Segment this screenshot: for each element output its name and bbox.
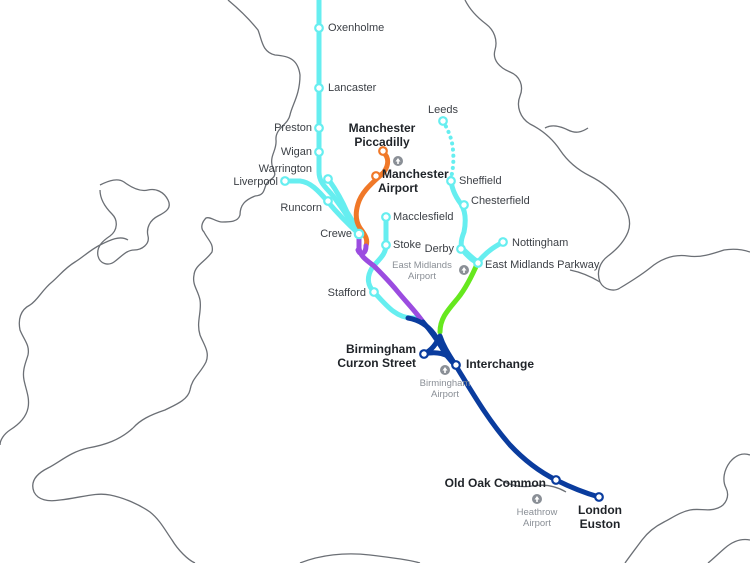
station-label-line: Euston [579, 517, 621, 531]
phase2b-east-line [437, 259, 481, 335]
station-label-line: Manchester [348, 121, 416, 135]
station-label-interchange: Interchange [466, 357, 535, 371]
airport-icons [393, 156, 542, 504]
station-label-line: Manchester [382, 167, 449, 181]
station-marker-stoke [381, 240, 391, 250]
station-label-stafford: Stafford [327, 287, 366, 299]
airport-label-line: Birmingham [419, 378, 471, 389]
station-marker-macclesfield [381, 212, 391, 222]
station-label-sheffield: Sheffield [459, 175, 502, 187]
station-label-warrington: Warrington [258, 163, 312, 175]
station-marker-leeds [438, 116, 448, 126]
station-label-london-euston: London Euston [570, 503, 630, 531]
airplane-icon [393, 156, 403, 166]
station-label-manchester-piccadilly: Manchester Piccadilly [340, 121, 424, 149]
station-label-line: Curzon Street [337, 356, 416, 370]
station-label-old-oak-common: Old Oak Common [444, 476, 546, 490]
station-label-crewe: Crewe [320, 228, 352, 240]
station-marker-interchange [451, 360, 461, 370]
station-marker-crewe [353, 228, 365, 240]
station-label-line: Birmingham [345, 342, 416, 356]
station-label-manchester-airport: Manchester Airport [378, 167, 449, 195]
station-marker-liverpool [280, 176, 290, 186]
airport-label-line: Heathrow [516, 507, 558, 518]
airport-label-line: Airport [431, 389, 459, 400]
airplane-icon [440, 365, 450, 375]
phase2a-link [355, 243, 369, 256]
airport-label-birmingham: Birmingham Airport [400, 378, 490, 400]
station-label-liverpool: Liverpool [233, 176, 278, 188]
station-label-macclesfield: Macclesfield [393, 211, 454, 223]
station-marker-warrington [323, 174, 333, 184]
station-marker-east-midlands-parkway [473, 258, 483, 268]
station-label-stoke: Stoke [393, 239, 422, 251]
station-label-lancaster: Lancaster [328, 82, 377, 94]
airport-label-line: Airport [408, 271, 436, 282]
station-label-line: Airport [378, 181, 418, 195]
station-marker-oxenholme [314, 23, 324, 33]
station-marker-sheffield [446, 176, 456, 186]
airport-label-heathrow: Heathrow Airport [507, 507, 567, 529]
station-marker-chesterfield [459, 200, 469, 210]
leeds-dotted-line [441, 119, 456, 180]
station-label-chesterfield: Chesterfield [471, 195, 530, 207]
station-label-nottingham: Nottingham [512, 237, 569, 249]
station-marker-runcorn [323, 196, 333, 206]
station-label-runcorn: Runcorn [280, 202, 322, 214]
station-marker-derby [456, 244, 466, 254]
airport-label-line: Airport [523, 518, 551, 529]
station-marker-preston [314, 123, 324, 133]
station-marker-stafford [369, 287, 379, 297]
station-marker-london-euston [594, 492, 604, 502]
station-marker-wigan [314, 147, 324, 157]
station-marker-birmingham-curzon-street [419, 349, 429, 359]
phase1-line [405, 315, 602, 500]
station-marker-lancaster [314, 83, 324, 93]
station-label-birmingham-curzon-street: Birmingham Curzon Street [322, 342, 416, 370]
station-marker-nottingham [498, 237, 508, 247]
station-label-preston: Preston [274, 122, 312, 134]
airplane-icon [532, 494, 542, 504]
station-markers [280, 23, 604, 502]
station-marker-manchester-airport [371, 171, 381, 181]
station-label-east-midlands-parkway: East Midlands Parkway [485, 259, 600, 271]
airport-label-east-midlands: East Midlands Airport [388, 260, 456, 282]
station-label-leeds: Leeds [428, 104, 458, 116]
station-label-oxenholme: Oxenholme [328, 22, 385, 34]
station-label-wigan: Wigan [280, 146, 312, 158]
station-label-derby: Derby [424, 243, 454, 255]
phase2a-line [356, 231, 426, 325]
airplane-icon [459, 265, 469, 275]
station-label-line: Piccadilly [354, 135, 410, 149]
station-marker-old-oak-common [551, 475, 561, 485]
station-label-line: London [578, 503, 622, 517]
airport-label-line: East Midlands [392, 260, 452, 271]
station-marker-manchester-piccadilly [378, 146, 388, 156]
